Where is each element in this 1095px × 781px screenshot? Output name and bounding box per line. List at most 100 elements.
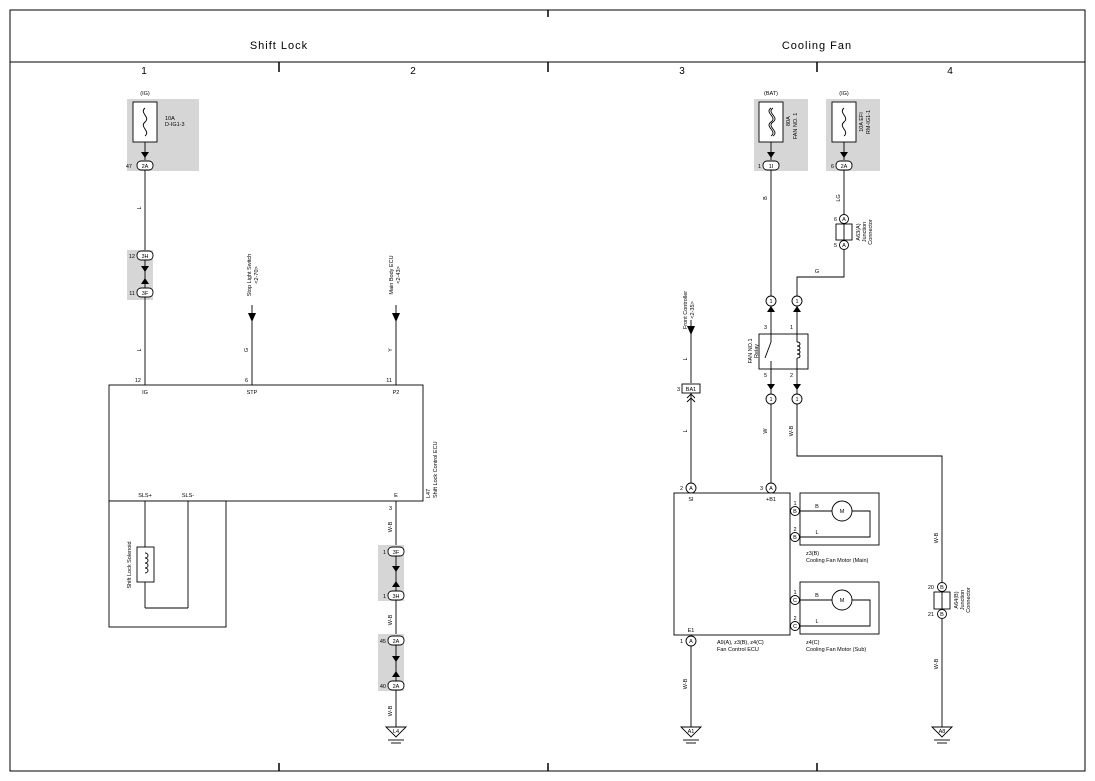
pin-number: 6 — [831, 164, 834, 170]
pin-number: 11 — [129, 291, 135, 297]
cooling-fan-motor-main: 1 B 2 B B L M z3(B) Cooling Fan Motor (M… — [790, 492, 880, 564]
wire-color-label: W-B — [683, 678, 689, 689]
motor-code: z3(B) — [806, 551, 819, 557]
column-number-4: 4 — [947, 66, 953, 77]
pin-number: 21 — [928, 612, 934, 618]
pin-number: 45 — [380, 639, 386, 645]
ecu-connector: A — [769, 486, 773, 492]
ecu-terminal: SLS- — [182, 493, 194, 499]
wire-color-label: G — [815, 269, 819, 275]
ground-symbol-a8: A8 — [930, 726, 954, 744]
ecu-terminal: STP — [247, 390, 258, 396]
front-controller-page: <2-35> — [690, 301, 696, 318]
motor-pin: 1 — [793, 590, 796, 596]
connector-code: A — [842, 217, 846, 223]
fuse-rating: 10A — [165, 116, 175, 122]
wire-color-label: Y — [388, 348, 394, 352]
fuse-rating: 80A — [786, 116, 792, 126]
fuse-rm-ig1-1: (IG) 10A EFI RM-IG1-1 6 2A — [826, 91, 880, 171]
wire-color-label: W-B — [388, 705, 394, 716]
ecu-connector: A — [689, 639, 693, 645]
ecu-terminal: SI — [688, 497, 694, 503]
fuse-name: RM-IG1-1 — [866, 110, 872, 134]
connector-arrow — [141, 152, 149, 158]
connector-code: B — [940, 612, 944, 618]
ground-label: A8 — [939, 729, 946, 735]
pin-number: 1 — [383, 594, 386, 600]
motor-connector: B — [793, 509, 797, 515]
connector-code: BA1 — [686, 387, 696, 393]
main-body-ecu-page: <2-43> — [396, 266, 402, 283]
connector-code: 3H — [141, 254, 148, 260]
connector-code: 3F — [142, 291, 149, 297]
pin-number: 47 — [126, 164, 132, 170]
pin-number: 6 — [834, 217, 837, 223]
shift-lock-control-ecu: 12 6 11 IG STP P2 SLS+ SLS- E L47 Shift … — [108, 378, 439, 502]
ecu-terminal: SLS+ — [138, 493, 152, 499]
wire-color-label: W-B — [934, 658, 940, 669]
fuse-name: FAN NO. 1 — [793, 113, 799, 140]
relay-pin: 3 — [764, 325, 767, 331]
relay-pin: 2 — [790, 373, 793, 379]
fuse-fan-no-1: (BAT) 80A FAN NO. 1 1 1I — [754, 91, 808, 171]
wire-color-label: L — [137, 348, 143, 351]
column-number-2: 2 — [410, 66, 416, 77]
connector-code: 2A — [142, 164, 149, 170]
stop-light-switch-ref: Stop Light Switch — [247, 254, 253, 297]
relay-connector: 1 — [769, 397, 772, 403]
wire-color-label: B — [763, 196, 769, 200]
column-number-1: 1 — [141, 66, 147, 77]
wire-color-label: W-B — [388, 521, 394, 532]
junction-code: A64(B) — [954, 591, 960, 608]
connector-code: 2A — [841, 164, 848, 170]
ground-label: L4 — [393, 729, 399, 735]
ecu-terminal: E1 — [688, 628, 695, 634]
main-body-ecu-ref: Main Body ECU — [389, 255, 395, 294]
wire-color-label: G — [244, 348, 250, 352]
ground-symbol-a1: A1 — [679, 726, 703, 744]
fuse-rating: 10A EFI — [859, 112, 865, 132]
fuse-d-ig1-3: (IG) 10A D-IG1-3 47 2A — [126, 91, 199, 171]
wire-color-label: W-B — [789, 425, 795, 436]
sheet-frame — [9, 9, 1086, 772]
relay-pin: 1 — [790, 325, 793, 331]
wire-color-label: W-B — [388, 614, 394, 625]
junction-name: Junction — [960, 590, 966, 611]
connector-code: 3F — [393, 550, 400, 556]
relay-connector: 1 — [795, 397, 798, 403]
motor-name: Cooling Fan Motor (Sub) — [806, 647, 866, 653]
motor-pin: 1 — [793, 501, 796, 507]
column-number-3: 3 — [679, 66, 685, 77]
motor-symbol: M — [840, 509, 845, 515]
ecu-name: Shift Lock Control ECU — [433, 441, 439, 498]
wire-color-label: L — [815, 619, 818, 625]
relay-name: Relay — [754, 344, 760, 358]
wire-color-label: W-B — [934, 532, 940, 543]
motor-name: Cooling Fan Motor (Main) — [806, 558, 869, 564]
front-controller-ref: Front Controller — [683, 291, 689, 329]
relay-connector: 1 — [795, 299, 798, 305]
junction-name: Junction — [862, 222, 868, 243]
fan-no-1-relay: 3 1 FAN NO.1 Relay 5 2 — [748, 325, 809, 379]
ecu-pin-number: 1 — [680, 639, 683, 645]
shift-lock-circuit: (IG) 10A D-IG1-3 47 2A L 12 3H 11 3F — [108, 91, 439, 744]
relay-name: FAN NO.1 — [748, 338, 754, 363]
motor-symbol: M — [840, 598, 845, 604]
pin-number: 5 — [834, 243, 837, 249]
wire-color-label: B — [815, 504, 819, 510]
junction-name: Connector — [868, 219, 874, 245]
fuse-source-label: (IG) — [839, 91, 849, 97]
junction-connector-a64: 20 B 21 B A64(B) Junction Connector — [928, 582, 972, 619]
ecu-code: L47 — [426, 489, 432, 498]
section-title-cooling-fan: Cooling Fan — [782, 40, 852, 52]
ecu-pin-number: 2 — [680, 486, 683, 492]
pin-number: 20 — [928, 585, 934, 591]
wire-color-label: B — [815, 593, 819, 599]
ecu-terminal: IG — [142, 390, 148, 396]
ecu-pin-number: 3 — [389, 506, 392, 512]
connector-code: 3H — [392, 594, 399, 600]
ecu-pin-number: 3 — [760, 486, 763, 492]
wire-color-label: L — [683, 429, 689, 432]
motor-pin: 2 — [793, 616, 796, 622]
